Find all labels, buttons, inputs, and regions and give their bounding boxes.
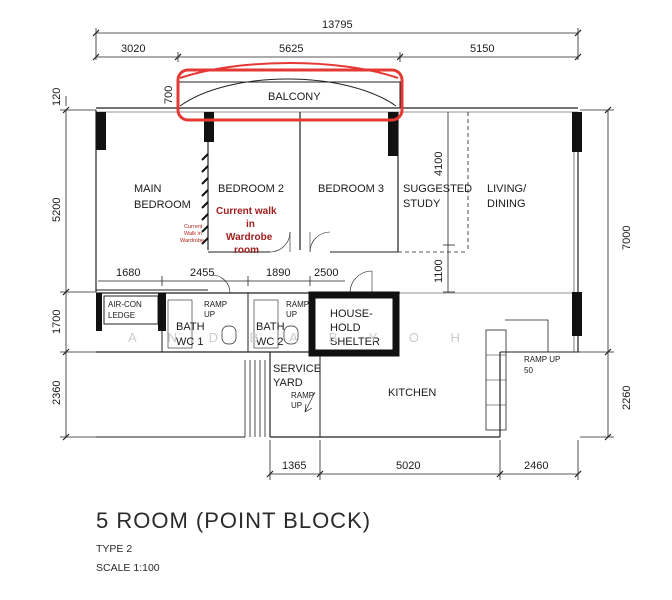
dimension-lines [60, 28, 614, 480]
dim-mid-1: 1680 [116, 267, 140, 279]
dim-left-upper: 5200 [51, 198, 63, 222]
structural-columns [96, 112, 582, 336]
dim-left-lower: 2360 [51, 381, 63, 405]
label-aircon-2: LEDGE [108, 311, 135, 320]
dim-bottom-1: 1365 [282, 460, 306, 472]
label-ramp2-2: UP [286, 310, 297, 319]
label-balcony: BALCONY [268, 91, 321, 103]
dim-right-upper: 7000 [621, 226, 633, 250]
label-bedroom-2: BEDROOM 2 [218, 183, 284, 195]
label-bath2-2: WC 2 [256, 336, 284, 348]
note-small-3: Wardrobe [180, 238, 204, 244]
label-kitchen: KITCHEN [388, 387, 436, 399]
label-ramp3-1: RAMP [291, 391, 314, 400]
label-main-bedroom-1: MAIN [134, 183, 162, 195]
label-shelter-1: HOUSE- [330, 308, 373, 320]
dim-overall: 13795 [322, 19, 353, 31]
wardrobe-wall-hatch [201, 153, 209, 245]
label-ramp4-2: 50 [524, 366, 533, 375]
label-study-2: STUDY [403, 198, 441, 210]
label-bath2-1: BATH [256, 321, 285, 333]
household-shelter-walls [308, 291, 400, 357]
label-living-1: LIVING/ [487, 183, 527, 195]
label-bath1-1: BATH [176, 321, 205, 333]
label-ramp4-1: RAMP UP [524, 355, 560, 364]
label-service-1: SERVICE [273, 363, 321, 375]
dim-top-1: 3020 [121, 43, 145, 55]
dim-bottom-2: 5020 [396, 460, 420, 472]
dim-mid-3: 1890 [266, 267, 290, 279]
label-bedroom-3: BEDROOM 3 [318, 183, 384, 195]
balcony-highlight-outline [176, 68, 404, 122]
note-walkin-4: room [234, 245, 259, 256]
dimension-ticks [62, 29, 612, 478]
note-small-2: Walk in [184, 231, 202, 237]
label-shelter-2: HOLD [330, 322, 361, 334]
label-ramp1-1: RAMP [204, 300, 227, 309]
plan-type: TYPE 2 [96, 543, 132, 555]
label-main-bedroom-2: BEDROOM [134, 199, 191, 211]
plan-scale: SCALE 1:100 [96, 562, 160, 574]
label-shelter-3: SHELTER [330, 336, 380, 348]
balcony-highlight-curve [179, 62, 399, 79]
label-study-1: SUGGESTED [403, 183, 472, 195]
label-ramp3-2: UP [291, 401, 302, 410]
label-living-2: DINING [487, 198, 526, 210]
note-walkin-2: in [246, 219, 255, 230]
dim-wall: 120 [51, 88, 63, 106]
label-ramp2-1: RAMP [286, 300, 309, 309]
note-walkin-1: Current walk [216, 206, 277, 217]
walls [95, 78, 580, 438]
dim-bottom-3: 2460 [524, 460, 548, 472]
dim-balcony-depth: 700 [163, 86, 175, 104]
label-service-2: YARD [273, 377, 303, 389]
label-ramp1-2: UP [204, 310, 215, 319]
dim-study-h: 4100 [433, 152, 445, 176]
dim-mid-4: 2500 [314, 267, 338, 279]
watermark: A N D B A B Y O H [128, 330, 474, 345]
dim-mid-2: 2455 [190, 267, 214, 279]
note-walkin-3: Wardrobe [226, 232, 273, 243]
dim-left-mid: 1700 [51, 310, 63, 334]
dim-top-3: 5150 [470, 43, 494, 55]
dim-study-w: 1100 [433, 259, 445, 283]
plan-title: 5 ROOM (POINT BLOCK) [96, 508, 371, 533]
dim-top-2: 5625 [279, 43, 303, 55]
dim-right-lower: 2260 [621, 386, 633, 410]
note-small-1: Current [184, 224, 203, 230]
label-bath1-2: WC 1 [176, 336, 204, 348]
label-aircon-1: AIR-CON [108, 300, 142, 309]
